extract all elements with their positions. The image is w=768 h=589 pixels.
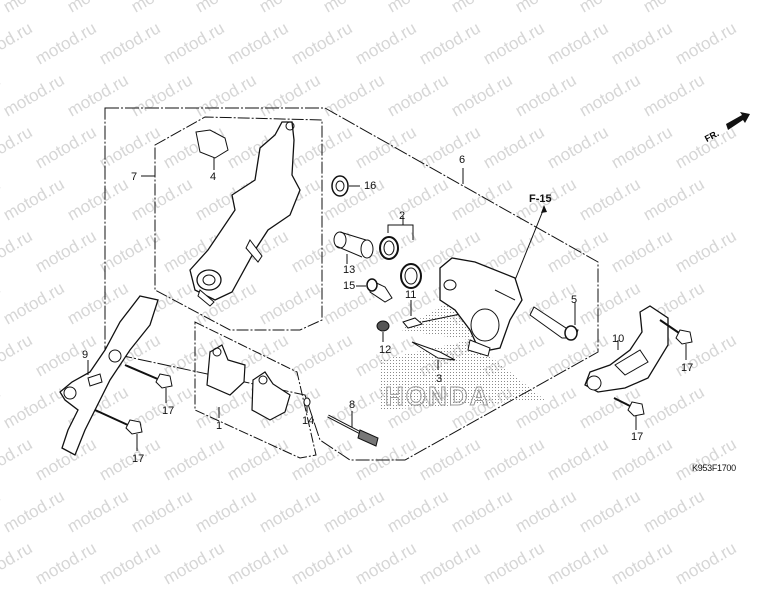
assembly-6-label: 6 [459, 154, 466, 166]
part-4-retainer [195, 129, 229, 170]
part-17-bolts-caliper-guard [613, 319, 693, 430]
part-number-piston[interactable]: 13 [343, 264, 356, 276]
part-13-piston [333, 231, 374, 264]
part-number-caliper-boot[interactable]: 16 [364, 180, 377, 192]
part-number-pin-plug[interactable]: 14 [302, 415, 315, 427]
part-number-pad-set[interactable]: 1 [216, 420, 223, 432]
diagram-code: K953F1700 [692, 463, 736, 473]
part-14-plug [303, 397, 311, 413]
part-2-seals [379, 236, 422, 289]
part-1-pads [206, 344, 291, 421]
diagram-drawing: HONDA [59, 107, 750, 461]
part-number-piston-seal-set[interactable]: 2 [399, 210, 406, 222]
part-17-bolts-disk-guard [94, 364, 173, 451]
part-9-disk-guard [59, 295, 159, 456]
assembly-6-outline [104, 107, 599, 461]
part-number-pad-spring[interactable]: 3 [436, 373, 443, 385]
part-number-pad-pin[interactable]: 8 [349, 399, 356, 411]
part-number-caliper-guard[interactable]: 10 [612, 333, 625, 345]
part-10-caliper-guard [584, 305, 669, 393]
part-3-spring [411, 341, 456, 370]
part-number-disk-guard[interactable]: 9 [82, 349, 89, 361]
padset-1-outline [194, 321, 317, 459]
part-number-caliper-pin[interactable]: 5 [571, 294, 578, 306]
part-number-pad-retainer[interactable]: 4 [210, 171, 217, 183]
reference-f15-label: F-15 [529, 193, 552, 205]
part-number-bolt-caliper-guard-upper[interactable]: 17 [681, 362, 694, 374]
part-8-pad-pin [327, 411, 379, 447]
bracket-7-outline [154, 116, 323, 331]
part-16-boot [331, 175, 360, 197]
part-15-pin-boot [356, 278, 393, 303]
part-7-bracket [189, 121, 301, 307]
part-number-bolt-disk-guard-upper[interactable]: 17 [162, 405, 175, 417]
part-number-bleeder-cap[interactable]: 12 [379, 344, 392, 356]
part-number-bleeder-screw[interactable]: 11 [405, 289, 417, 301]
part-number-bolt-caliper-guard-lower[interactable]: 17 [631, 431, 644, 443]
part-5-caliper-pin [529, 302, 579, 341]
part-number-bracket-pin-boot[interactable]: 15 [343, 280, 356, 292]
part-number-caliper-bracket[interactable]: 7 [131, 171, 138, 183]
part-6-caliper-body [439, 257, 523, 357]
svg-text:HONDA: HONDA [385, 381, 490, 411]
part-12-cap [376, 320, 390, 342]
front-arrow-icon [726, 112, 750, 130]
part-number-bolt-disk-guard-lower[interactable]: 17 [132, 453, 145, 465]
